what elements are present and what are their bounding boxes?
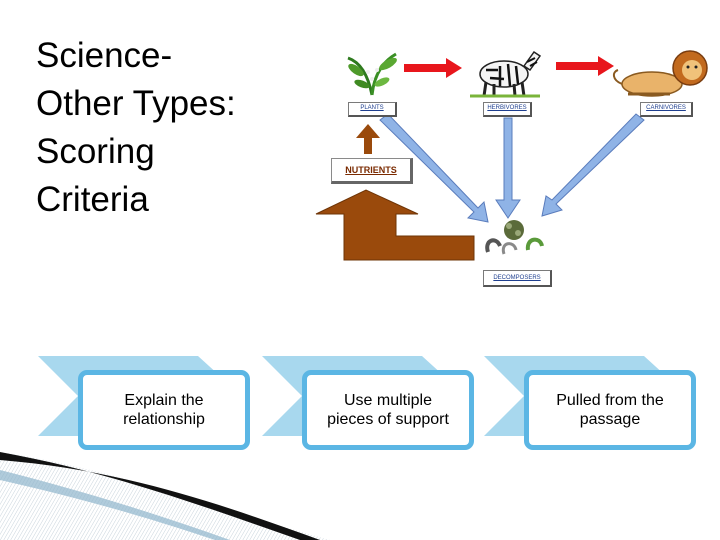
- zebra-icon: [470, 50, 542, 98]
- plants-label: PLANTS: [348, 102, 397, 117]
- plant-icon: [347, 52, 397, 96]
- decomposers-icon: [485, 220, 544, 255]
- arrow-plants-to-herbivores: [404, 58, 462, 78]
- criteria-item-1: Explain the relationship: [30, 352, 250, 452]
- lion-icon: [612, 50, 708, 97]
- arrow-decomposers-to-nutrients: [315, 189, 475, 261]
- nutrients-label: NUTRIENTS: [331, 158, 413, 184]
- arrow-nutrients-to-plants: [356, 124, 380, 154]
- arrow-herbivores-to-carnivores: [556, 56, 614, 76]
- slide-title: Science- Other Types: Scoring Criteria: [36, 36, 236, 219]
- arrow-plants-to-decomposers: [379, 113, 489, 223]
- arrow-carnivores-to-decomposers: [541, 113, 645, 217]
- criteria-label-2: Use multiple pieces of support: [327, 392, 449, 428]
- criteria-item-2: Use multiple pieces of support: [254, 352, 474, 452]
- criteria-label-3: Pulled from the passage: [556, 392, 664, 428]
- herbivores-label: HERBIVORES: [483, 102, 532, 117]
- criteria-card-1: Explain the relationship: [78, 370, 250, 450]
- criteria-card-2: Use multiple pieces of support: [302, 370, 474, 450]
- decomposers-label: DECOMPOSERS: [483, 270, 552, 287]
- criteria-item-3: Pulled from the passage: [476, 352, 696, 452]
- carnivores-label: CARNIVORES: [640, 102, 693, 117]
- criteria-label-1: Explain the relationship: [123, 392, 205, 428]
- criteria-card-3: Pulled from the passage: [524, 370, 696, 450]
- arrow-herbivores-to-decomposers: [495, 117, 521, 219]
